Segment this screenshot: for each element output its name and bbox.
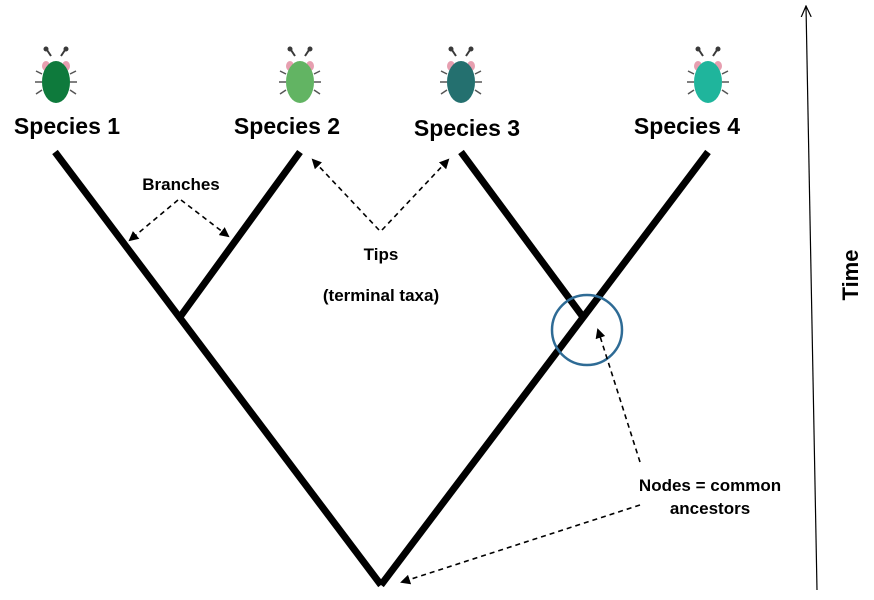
nodes-arrow-upper xyxy=(595,328,641,463)
terminal-taxa-label: (terminal taxa) xyxy=(322,286,440,305)
annotation-arrows xyxy=(128,158,641,585)
time-axis-arrow xyxy=(806,6,818,591)
branch-node-to-species-2 xyxy=(177,149,303,320)
nodes-label-line-2: ancestors xyxy=(669,499,751,518)
species-4-label: Species 4 xyxy=(633,113,741,139)
tips-arrow-left xyxy=(311,158,380,231)
branches-arrow-left xyxy=(128,199,179,242)
tips-label: Tips xyxy=(363,245,399,264)
time-axis-label: Time xyxy=(838,249,863,301)
nodes-arrow-lower xyxy=(400,504,641,585)
branches-arrow-right xyxy=(180,199,230,238)
nodes-label-line-1: Nodes = common xyxy=(638,476,782,495)
tree-branches xyxy=(52,149,711,588)
species-1-bug-icon xyxy=(35,46,77,103)
nodes-common-ancestors-label: Nodes = common ancestors xyxy=(639,474,781,520)
node-highlight-circle xyxy=(550,293,624,367)
species-3-label: Species 3 xyxy=(413,115,521,141)
tips-arrow-right xyxy=(381,158,450,231)
species-2-bug-icon xyxy=(279,46,321,103)
species-2-label: Species 2 xyxy=(233,113,341,139)
branches-label: Branches xyxy=(142,175,220,194)
species-3-bug-icon xyxy=(440,46,482,103)
branch-node-to-species-3 xyxy=(458,149,586,320)
branch-root-to-species-4 xyxy=(378,149,711,588)
species-1-label: Species 1 xyxy=(13,113,121,139)
species-4-bug-icon xyxy=(687,46,729,103)
branch-root-to-species-1 xyxy=(52,149,384,588)
